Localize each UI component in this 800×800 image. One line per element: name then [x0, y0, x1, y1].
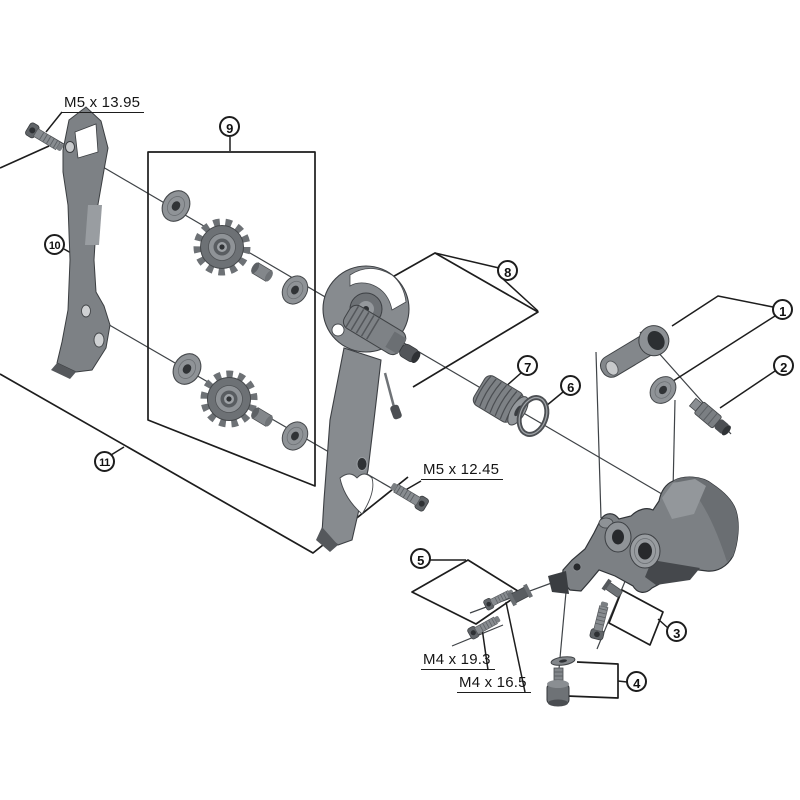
- stroke-adjust-pin: [601, 578, 623, 598]
- callout-8[interactable]: 8: [497, 260, 518, 281]
- outer-cage-plate: [316, 265, 421, 552]
- callout-2[interactable]: 2: [773, 355, 794, 376]
- o-ring-seal: [516, 395, 550, 437]
- callout-9[interactable]: 9: [219, 116, 240, 137]
- guide-pulley-set: [156, 185, 314, 456]
- callout-4[interactable]: 4: [626, 671, 647, 692]
- cage-stopper-bolt-m5x12-45: [387, 479, 431, 513]
- dimension-label-2: M4 x 19.3: [421, 651, 495, 670]
- dimension-label-0: M5 x 13.95: [62, 94, 145, 113]
- cable-clamp-pin: [507, 583, 533, 607]
- cable-adjust-barrel: [472, 375, 529, 426]
- region-9-pulley-set: [147, 151, 316, 487]
- region-3-bolt: [608, 589, 664, 646]
- callout-10[interactable]: 10: [44, 234, 65, 255]
- exploded-axis-lines: [49, 135, 732, 703]
- region-11-cage-assembly: [0, 145, 409, 554]
- derailleur-body: [548, 476, 739, 594]
- callout-7[interactable]: 7: [517, 355, 538, 376]
- cage-stopper-bolt-m5x13-95: [23, 121, 67, 155]
- region-5-bolts: [411, 559, 522, 625]
- region-8-outer-plate: [388, 252, 539, 388]
- b-screw-bolt: [546, 667, 570, 707]
- cable-clamp-bolt-m4x19-3: [466, 612, 503, 641]
- inner-cage-plate: [51, 106, 111, 379]
- region-4-washer-bolt: [566, 661, 619, 699]
- b-screw-washer: [550, 656, 576, 666]
- bracket-axle-bolt: [688, 397, 731, 436]
- body-mount-bolt: [588, 599, 612, 641]
- callout-6[interactable]: 6: [560, 375, 581, 396]
- dimension-label-3: M4 x 16.5: [457, 674, 531, 693]
- bracket-axle-arm: [599, 325, 670, 378]
- callout-1[interactable]: 1: [772, 299, 793, 320]
- bracket-axle-washer: [644, 370, 682, 410]
- group-region-outlines: [0, 145, 664, 699]
- callout-11[interactable]: 11: [94, 451, 115, 472]
- callout-3[interactable]: 3: [666, 621, 687, 642]
- dimension-label-1: M5 x 12.45: [421, 461, 504, 480]
- callout-5[interactable]: 5: [410, 548, 431, 569]
